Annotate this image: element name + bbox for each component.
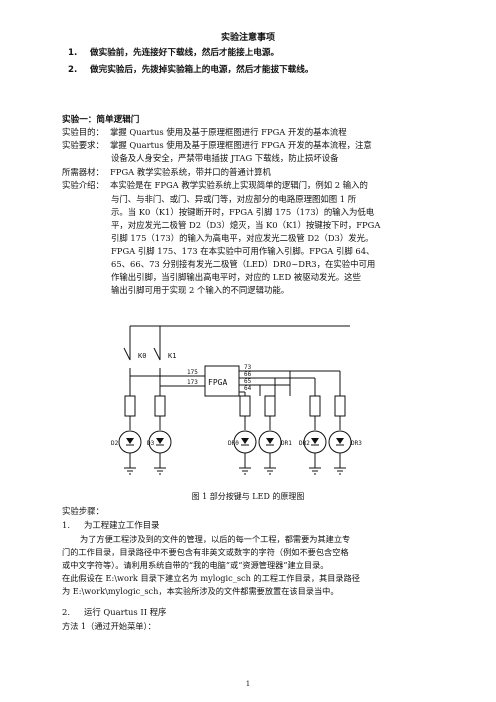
rule-1-number: 1. <box>68 48 78 58</box>
fpga-label: FPGA <box>208 378 227 387</box>
equipment-line: 所需器材： FPGA 教学实验系统，带并口的普通计算机 <box>62 166 271 179</box>
step-2-number: 2. <box>62 607 70 617</box>
intro-line: 实验介绍： 本实验是在 FPGA 教学实验系统上实现简单的逻辑门，例如 2 输入的 <box>62 179 368 192</box>
intro-text-7: 65、66、73 分别接有发光二极管（LED）DR0~DR3，在实验中可用 <box>111 259 376 269</box>
intro-text-6: FPGA 引脚 175、173 在本实验中可用作输入引脚。FPGA 引脚 64、 <box>111 246 375 256</box>
intro-text-8: 作输出引脚，当引脚输出高电平时，对应的 LED 被驱动发光。这些 <box>111 272 361 282</box>
pin-73-label: 73 <box>244 364 252 371</box>
intro-text-5: 引脚 175（173）的输入为高电平，对应发光二极管 D2（D3）发光。 <box>111 233 374 243</box>
rule-1: 1. 做实验前，先连接好下载线，然后才能接上电源。 <box>68 46 279 58</box>
pin-64-label: 64 <box>244 385 252 392</box>
requirement-label: 实验要求： <box>62 140 104 150</box>
figure-caption: 图 1 部分按键与 LED 的原理图 <box>191 492 305 501</box>
steps-heading: 实验步骤： <box>62 506 104 516</box>
equipment-text: FPGA 教学实验系统，带并口的普通计算机 <box>110 167 271 177</box>
dr3-label: DR3 <box>351 440 362 447</box>
pin-175-label: 175 <box>187 369 198 376</box>
d2-label: D2 <box>111 440 119 447</box>
step-1-heading: 1. 为工程建立工作目录 <box>62 519 159 531</box>
rule-1-text: 做实验前，先连接好下载线，然后才能接上电源。 <box>90 48 280 58</box>
rule-2: 2. 做完实验后，先拨掉实验箱上的电源，然后才能拔下载线。 <box>68 63 313 75</box>
purpose-label: 实验目的： <box>62 127 104 137</box>
requirement-text-1: 掌握 Quartus 使用及基于原理框图进行 FPGA 开发的基本流程，注意 <box>110 140 372 150</box>
requirement-line: 实验要求： 掌握 Quartus 使用及基于原理框图进行 FPGA 开发的基本流程… <box>62 139 372 152</box>
resistor-d3 <box>154 395 166 417</box>
k1-switch-blade <box>153 347 161 361</box>
k0-switch-blade <box>123 347 131 361</box>
step-1-para-4: 在此假设在 E:\work 目录下建立名为 mylogic_sch 的工程工作目… <box>62 573 360 583</box>
dr1-label: DR1 <box>281 440 292 447</box>
step-1-para-5: 为 E:\work\mylogic_sch，本实验所涉及的文件都需要放置在该目录… <box>62 586 339 596</box>
resistor-d2 <box>124 395 136 417</box>
circuit-diagram: K0 K1 FPGA 175 173 73 66 65 64 D2 D3 DR0… <box>111 325 362 475</box>
rule-2-number: 2. <box>68 65 78 75</box>
equipment-label: 所需器材： <box>62 167 104 177</box>
k1-label: K1 <box>168 352 176 360</box>
pin-65-label: 65 <box>244 378 252 385</box>
resistor-dr1 <box>264 395 276 417</box>
intro-text-9: 输出引脚可用于实现 2 个输入的不同逻辑功能。 <box>111 285 290 295</box>
step-1-title: 为工程建立工作目录 <box>84 520 160 530</box>
resistor-dr2 <box>309 395 321 417</box>
ground-symbols <box>124 467 346 475</box>
intro-text-2: 与门、与非门、或门、异或门等，对应部分的电路原理图如图 1 所 <box>111 194 357 204</box>
purpose-line: 实验目的： 掌握 Quartus 使用及基于原理框图进行 FPGA 开发的基本流程 <box>62 126 347 139</box>
section-title: 实验一：简单逻辑门 <box>62 115 140 125</box>
page-number: 1 <box>245 680 251 688</box>
intro-label: 实验介绍： <box>62 180 104 190</box>
d3-label: D3 <box>147 440 155 447</box>
fpga-chip <box>204 365 240 397</box>
step-1-number: 1. <box>62 520 70 530</box>
step-2-method-1: 方法 1（通过开始菜单）： <box>62 621 156 631</box>
pin-173-label: 173 <box>187 379 198 386</box>
k0-label: K0 <box>138 352 146 360</box>
dr0-label: DR0 <box>228 440 239 447</box>
purpose-text: 掌握 Quartus 使用及基于原理框图进行 FPGA 开发的基本流程 <box>110 127 347 137</box>
dr2-label: DR2 <box>299 440 310 447</box>
step-2-heading: 2. 运行 Quartus II 程序 <box>62 606 166 618</box>
step-1-para-2: 门的工作目录，目录路径中不要包含有非英文或数字的字符（例如不要包含空格 <box>62 547 349 557</box>
step-2-title: 运行 Quartus II 程序 <box>84 607 167 617</box>
intro-text-4: 平，对应发光二极管 D2（D3）熄灭，当 K0（K1）按键按下时，FPGA <box>111 220 381 230</box>
page-title: 实验注意事项 <box>220 33 275 43</box>
step-1-para-1: 为了方便工程涉及到的文件的管理，以后的每一个工程，都需要为其建立专 <box>80 534 351 544</box>
intro-text-3: 示。当 K0（K1）按键断开时，FPGA 引脚 175（173）的输入为低电 <box>111 207 375 217</box>
requirement-text-2: 设备及人身安全，严禁带电插拔 JTAG 下载线，防止损坏设备 <box>111 153 339 163</box>
resistor-dr0 <box>239 395 251 417</box>
step-1-para-3: 或中文字符等）。请利用系统自带的“我的电脑”或“资源管理器”建立目录。 <box>62 560 329 570</box>
resistor-dr3 <box>334 395 346 417</box>
pin-66-label: 66 <box>244 371 252 378</box>
rule-2-text: 做完实验后，先拨掉实验箱上的电源，然后才能拔下载线。 <box>90 65 314 75</box>
intro-text-1: 本实验是在 FPGA 教学实验系统上实现简单的逻辑门，例如 2 输入的 <box>110 180 368 190</box>
